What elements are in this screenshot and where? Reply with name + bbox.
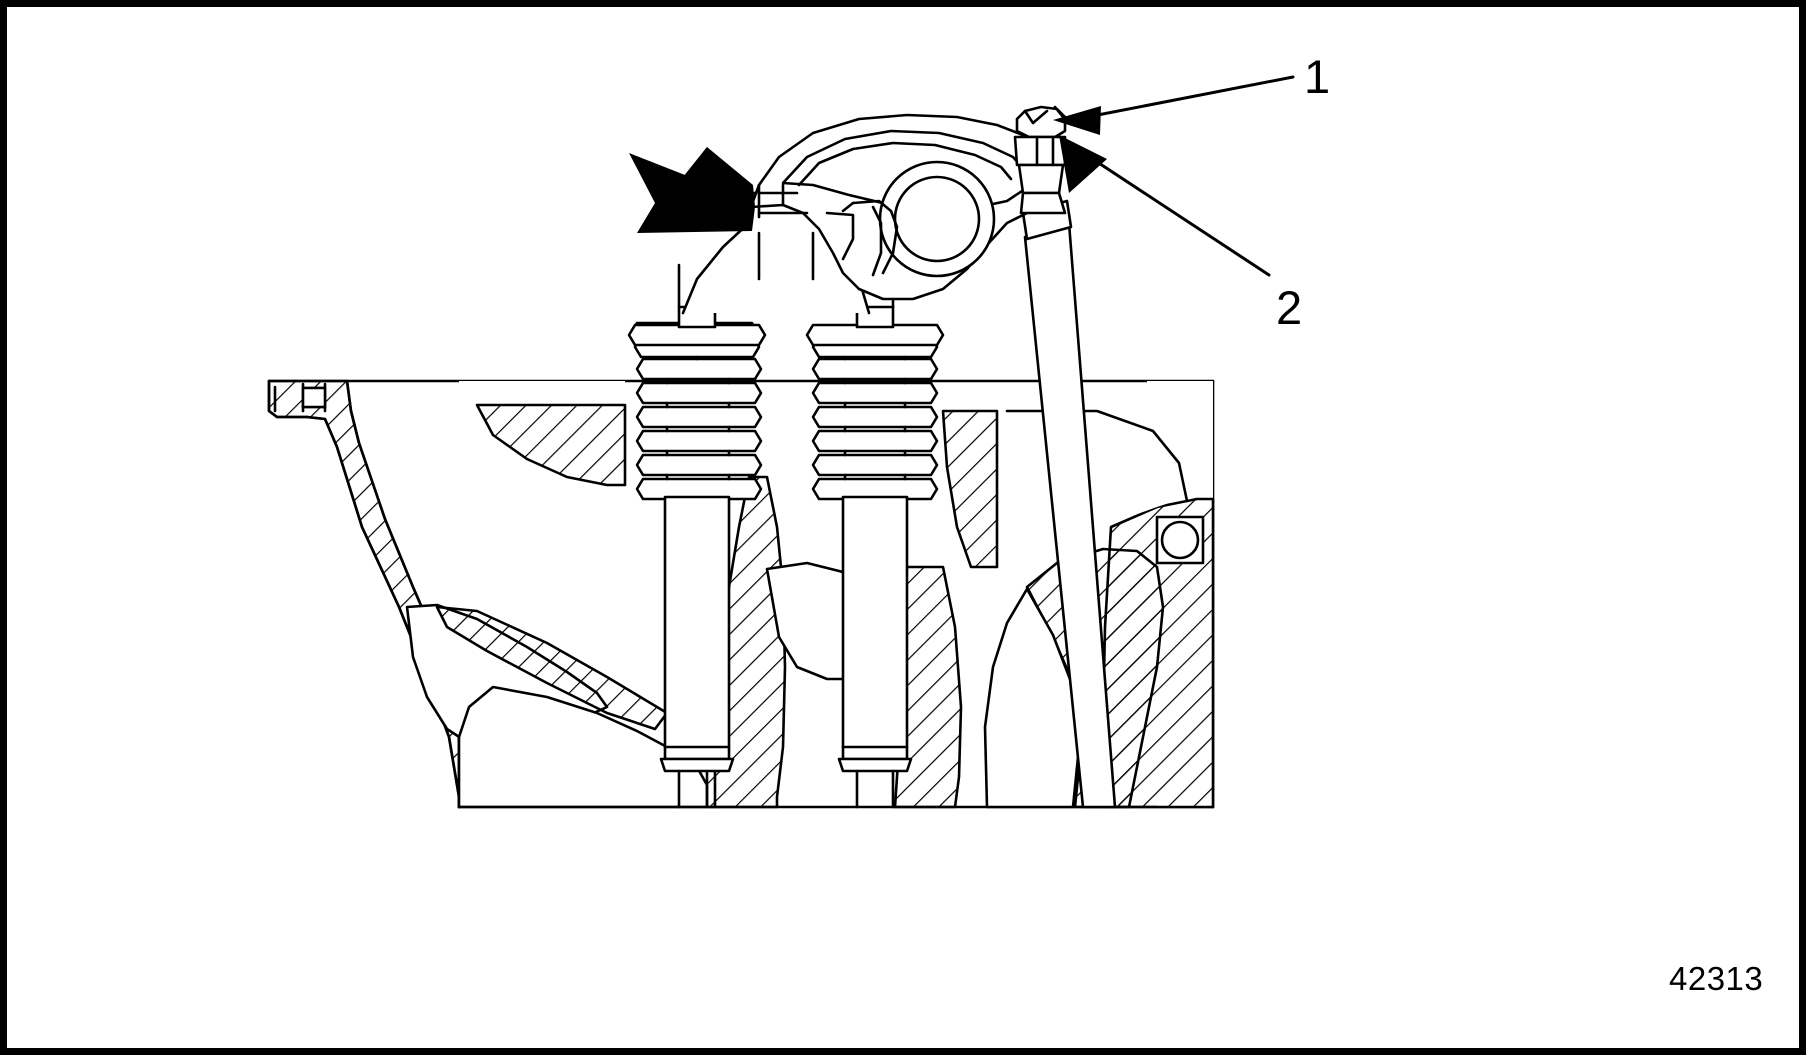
callout-1-arrowhead: [1053, 106, 1101, 135]
technical-illustration: [267, 75, 1295, 809]
rocker-arm-lock-nut: [1013, 135, 1067, 167]
rocker-shaft-bore-inner: [893, 175, 981, 263]
valve-spring-right: [811, 335, 939, 501]
rocker-arm-inner-rib-2: [797, 141, 1013, 187]
right-cavity-white: [997, 411, 1187, 707]
valve-spring-left: [633, 331, 763, 501]
valve-retainer-right: [805, 323, 945, 347]
right-lower-pocket: [983, 587, 1081, 809]
callout-1-leader: [1075, 75, 1295, 121]
head-left-wall-outline: [267, 379, 461, 809]
head-left-wall-hatch: [269, 381, 459, 807]
center-right-hatch: [941, 409, 999, 569]
left-of-spring-hatch: [475, 403, 627, 487]
valve-guide-right-seat: [837, 757, 913, 773]
rocker-web-a: [851, 199, 899, 275]
adjuster-shank: [1017, 163, 1065, 195]
figure-number: 42313: [1669, 960, 1764, 997]
adjusting-screw-slot: [1023, 109, 1049, 125]
deck-white-strip: [459, 381, 625, 393]
solid-black-pointer-arrow-body: [631, 147, 752, 231]
adjuster-ball-socket: [1019, 191, 1067, 215]
rocker-web-d: [825, 211, 855, 261]
valve-adjusting-screw: [1015, 105, 1067, 139]
left-internal-rib-hatch: [435, 605, 669, 731]
valve-guide-right: [841, 495, 909, 761]
rocker-web-b: [871, 205, 883, 277]
valve-guide-left: [663, 495, 731, 761]
callout-label-1: 1: [1304, 50, 1331, 103]
callout-2-arrowhead: [1059, 135, 1107, 193]
valve-guide-left-seat: [659, 757, 735, 773]
head-left-bolt-boss: [301, 386, 327, 409]
rocker-web-c: [841, 201, 855, 213]
right-bolt-hole: [1160, 520, 1200, 560]
callout-label-2: 2: [1276, 281, 1303, 334]
callout-2-leader: [1080, 150, 1271, 277]
adjusting-screw-facet: [1053, 105, 1065, 119]
valve-retainer-left: [627, 323, 767, 347]
